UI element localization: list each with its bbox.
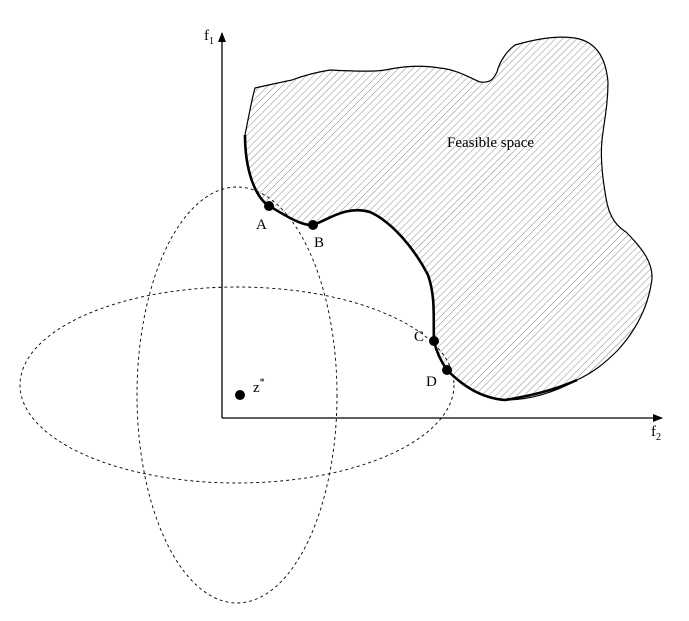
contour-ellipse-vertical bbox=[136, 186, 338, 604]
point-c-marker bbox=[429, 336, 439, 346]
point-b-label: B bbox=[314, 235, 324, 251]
point-a-label: A bbox=[256, 217, 267, 233]
feasible-space-label: Feasible space bbox=[447, 135, 534, 151]
point-d-label: D bbox=[426, 374, 437, 390]
feasible-region bbox=[244, 36, 653, 401]
point-a-marker bbox=[264, 201, 274, 211]
point-d-marker bbox=[442, 365, 452, 375]
y-axis-label: f1 bbox=[204, 28, 214, 47]
ideal-point-marker bbox=[235, 390, 245, 400]
ideal-point-label: z* bbox=[253, 377, 265, 396]
point-b-marker bbox=[308, 220, 318, 230]
x-axis-label: f2 bbox=[651, 424, 661, 443]
contour-ellipse-horizontal bbox=[19, 286, 455, 484]
point-c-label: C bbox=[414, 329, 424, 345]
pareto-front-upper bbox=[243, 134, 578, 402]
